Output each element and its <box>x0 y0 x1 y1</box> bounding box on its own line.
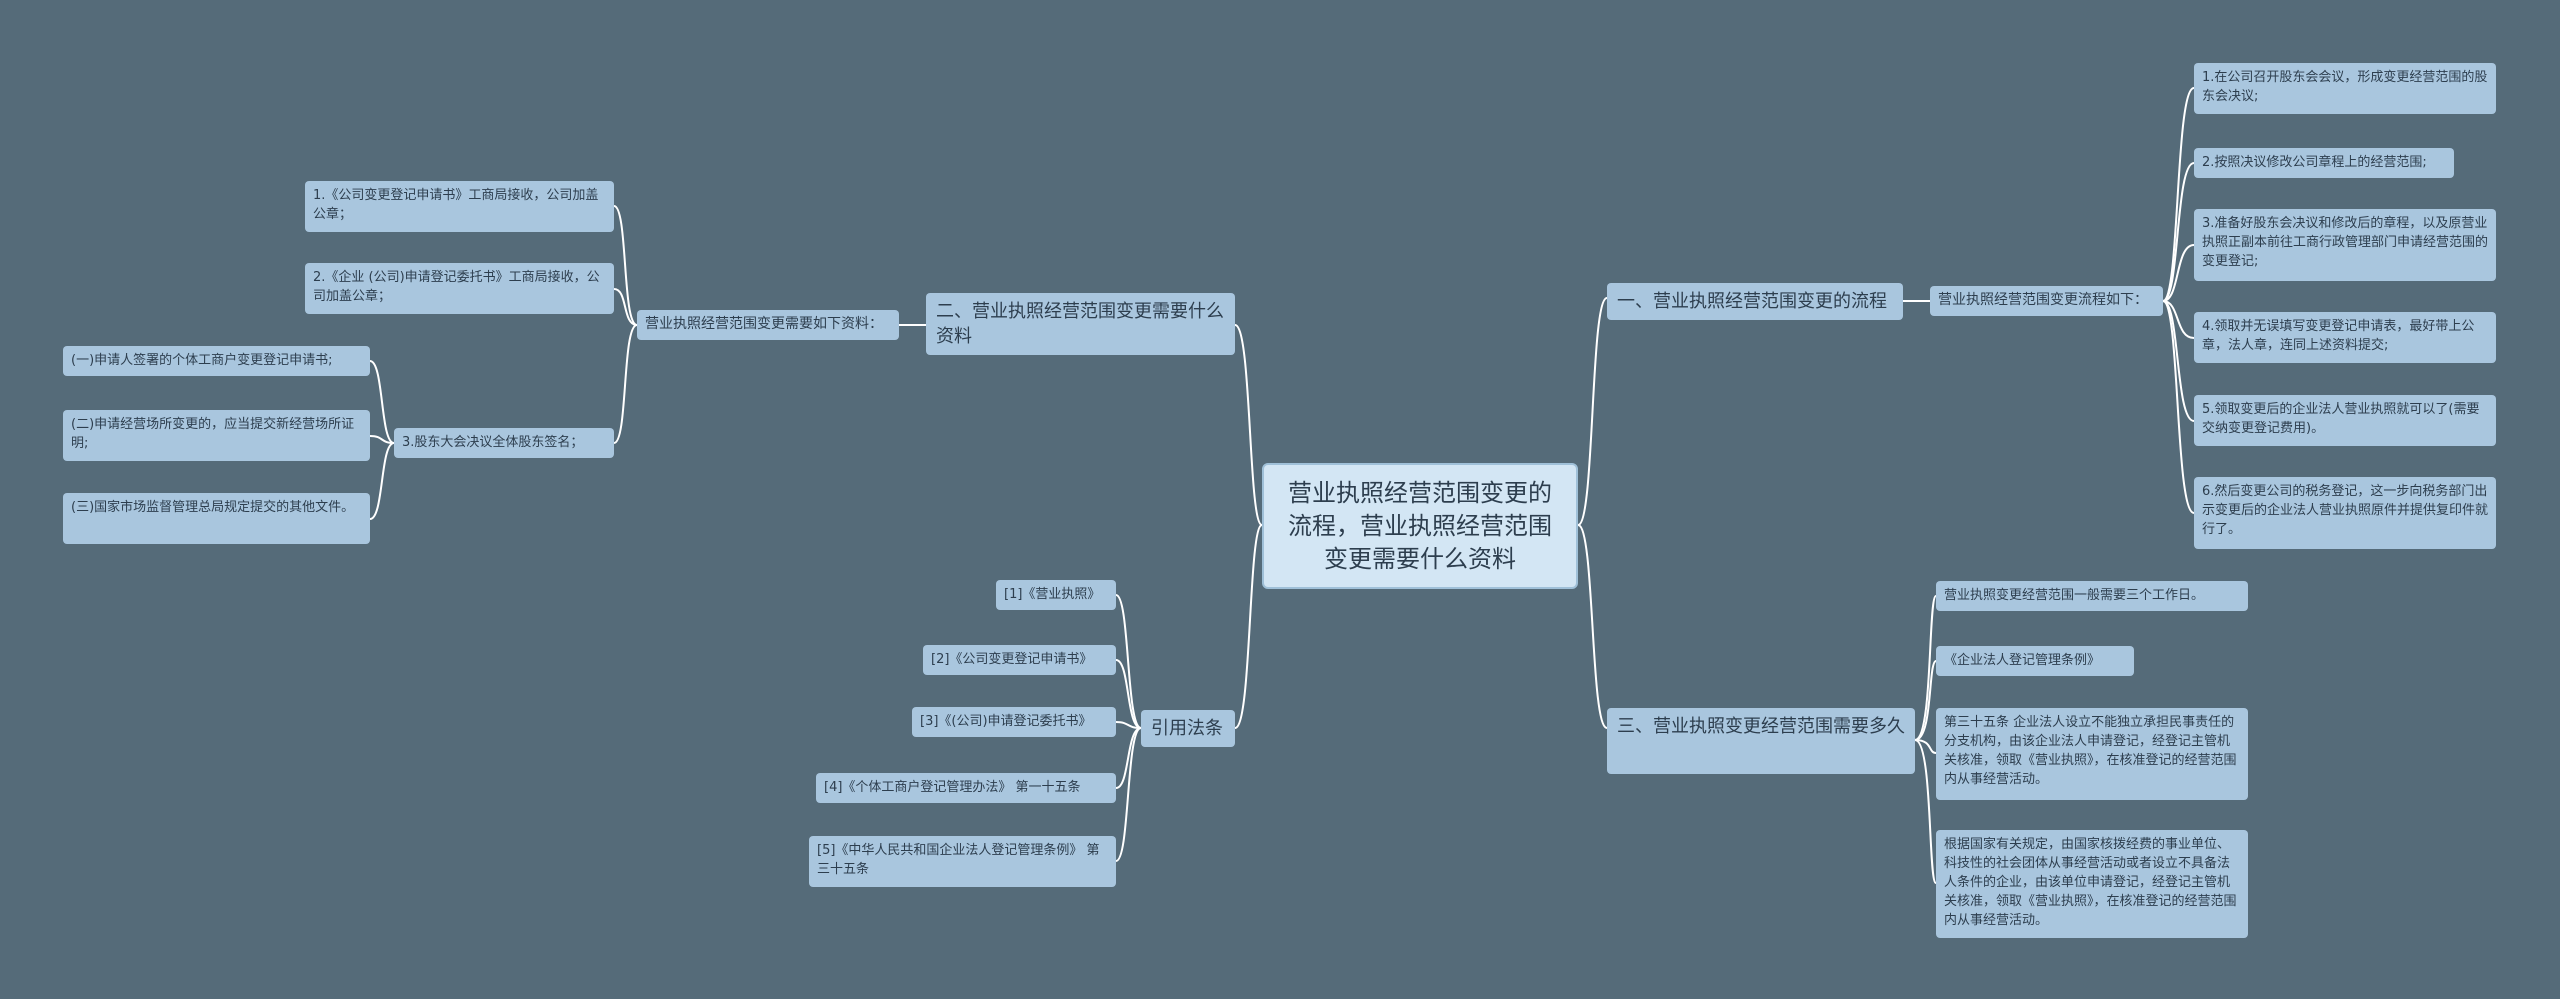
reference-item-5-label: [5]《中华人民共和国企业法人登记管理条例》 第三十五条 <box>817 843 1100 877</box>
process-step-2[interactable]: 2.按照决议修改公司章程上的经营范围; <box>2194 148 2454 178</box>
branch-duration-label: 三、营业执照变更经营范围需要多久 <box>1617 716 1905 737</box>
materials-item-2[interactable]: 2.《企业 (公司)申请登记委托书》工商局接收，公司加盖公章； <box>305 263 614 314</box>
materials-subitem-2-label: (二)申请经营场所变更的，应当提交新经营场所证明; <box>71 417 355 451</box>
materials-subitem-3[interactable]: (三)国家市场监督管理总局规定提交的其他文件。 <box>63 493 370 544</box>
process-step-5[interactable]: 5.领取变更后的企业法人营业执照就可以了(需要交纳变更登记费用)。 <box>2194 395 2496 446</box>
materials-subitem-2[interactable]: (二)申请经营场所变更的，应当提交新经营场所证明; <box>63 410 370 461</box>
branch-process[interactable]: 一、营业执照经营范围变更的流程 <box>1607 283 1903 320</box>
process-step-4[interactable]: 4.领取并无误填写变更登记申请表，最好带上公章，法人章，连同上述资料提交; <box>2194 312 2496 363</box>
process-step-2-label: 2.按照决议修改公司章程上的经营范围; <box>2202 155 2427 170</box>
duration-item-1-label: 营业执照变更经营范围一般需要三个工作日。 <box>1944 588 2205 603</box>
materials-subitem-1-label: (一)申请人签署的个体工商户变更登记申请书; <box>71 353 333 368</box>
process-intro[interactable]: 营业执照经营范围变更流程如下： <box>1930 286 2163 316</box>
reference-item-3-label: [3]《(公司)申请登记委托书》 <box>920 714 1092 729</box>
branch-materials-label: 二、营业执照经营范围变更需要什么资料 <box>936 301 1224 347</box>
reference-item-1[interactable]: [1]《营业执照》 <box>996 580 1116 610</box>
materials-intro-label: 营业执照经营范围变更需要如下资料： <box>645 316 883 332</box>
materials-subitem-1[interactable]: (一)申请人签署的个体工商户变更登记申请书; <box>63 346 370 376</box>
materials-subitem-3-label: (三)国家市场监督管理总局规定提交的其他文件。 <box>71 500 355 515</box>
process-step-1-label: 1.在公司召开股东会会议，形成变更经营范围的股东会决议; <box>2202 70 2488 104</box>
branch-process-label: 一、营业执照经营范围变更的流程 <box>1617 291 1887 312</box>
process-step-3[interactable]: 3.准备好股东会决议和修改后的章程，以及原营业执照正副本前往工商行政管理部门申请… <box>2194 209 2496 281</box>
process-step-4-label: 4.领取并无误填写变更登记申请表，最好带上公章，法人章，连同上述资料提交; <box>2202 319 2475 353</box>
process-intro-label: 营业执照经营范围变更流程如下： <box>1938 292 2148 308</box>
materials-item-1[interactable]: 1.《公司变更登记申请书》工商局接收，公司加盖公章； <box>305 181 614 232</box>
process-step-1[interactable]: 1.在公司召开股东会会议，形成变更经营范围的股东会决议; <box>2194 63 2496 114</box>
reference-item-4-label: [4]《个体工商户登记管理办法》 第一十五条 <box>824 780 1081 795</box>
root-topic[interactable]: 营业执照经营范围变更的流程，营业执照经营范围变更需要什么资料 <box>1262 463 1578 589</box>
duration-item-3[interactable]: 第三十五条 企业法人设立不能独立承担民事责任的分支机构，由该企业法人申请登记，经… <box>1936 708 2248 800</box>
duration-item-4-label: 根据国家有关规定，由国家核拨经费的事业单位、科技性的社会团体从事经营活动或者设立… <box>1944 837 2237 928</box>
duration-item-2[interactable]: 《企业法人登记管理条例》 <box>1936 646 2134 676</box>
materials-item-3-label: 3.股东大会决议全体股东签名； <box>402 435 584 450</box>
duration-item-4[interactable]: 根据国家有关规定，由国家核拨经费的事业单位、科技性的社会团体从事经营活动或者设立… <box>1936 830 2248 938</box>
reference-item-3[interactable]: [3]《(公司)申请登记委托书》 <box>912 707 1116 737</box>
duration-item-1[interactable]: 营业执照变更经营范围一般需要三个工作日。 <box>1936 581 2248 611</box>
branch-references[interactable]: 引用法条 <box>1141 710 1235 747</box>
process-step-3-label: 3.准备好股东会决议和修改后的章程，以及原营业执照正副本前往工商行政管理部门申请… <box>2202 216 2489 269</box>
process-step-6[interactable]: 6.然后变更公司的税务登记，这一步向税务部门出示变更后的企业法人营业执照原件并提… <box>2194 477 2496 549</box>
duration-item-3-label: 第三十五条 企业法人设立不能独立承担民事责任的分支机构，由该企业法人申请登记，经… <box>1944 715 2237 787</box>
branch-duration[interactable]: 三、营业执照变更经营范围需要多久 <box>1607 708 1915 774</box>
reference-item-1-label: [1]《营业执照》 <box>1004 587 1101 602</box>
branch-references-label: 引用法条 <box>1151 718 1223 739</box>
materials-item-2-label: 2.《企业 (公司)申请登记委托书》工商局接收，公司加盖公章； <box>313 270 600 304</box>
reference-item-2-label: [2]《公司变更登记申请书》 <box>931 652 1093 667</box>
reference-item-5[interactable]: [5]《中华人民共和国企业法人登记管理条例》 第三十五条 <box>809 836 1116 887</box>
duration-item-2-label: 《企业法人登记管理条例》 <box>1944 653 2101 668</box>
materials-item-1-label: 1.《公司变更登记申请书》工商局接收，公司加盖公章； <box>313 188 599 222</box>
branch-materials[interactable]: 二、营业执照经营范围变更需要什么资料 <box>926 293 1235 355</box>
process-step-6-label: 6.然后变更公司的税务登记，这一步向税务部门出示变更后的企业法人营业执照原件并提… <box>2202 484 2489 537</box>
process-step-5-label: 5.领取变更后的企业法人营业执照就可以了(需要交纳变更登记费用)。 <box>2202 402 2480 436</box>
materials-intro[interactable]: 营业执照经营范围变更需要如下资料： <box>637 310 899 340</box>
materials-item-3[interactable]: 3.股东大会决议全体股东签名； <box>394 428 614 458</box>
reference-item-2[interactable]: [2]《公司变更登记申请书》 <box>923 645 1116 675</box>
reference-item-4[interactable]: [4]《个体工商户登记管理办法》 第一十五条 <box>816 773 1116 803</box>
root-topic-label: 营业执照经营范围变更的流程，营业执照经营范围变更需要什么资料 <box>1288 478 1552 573</box>
